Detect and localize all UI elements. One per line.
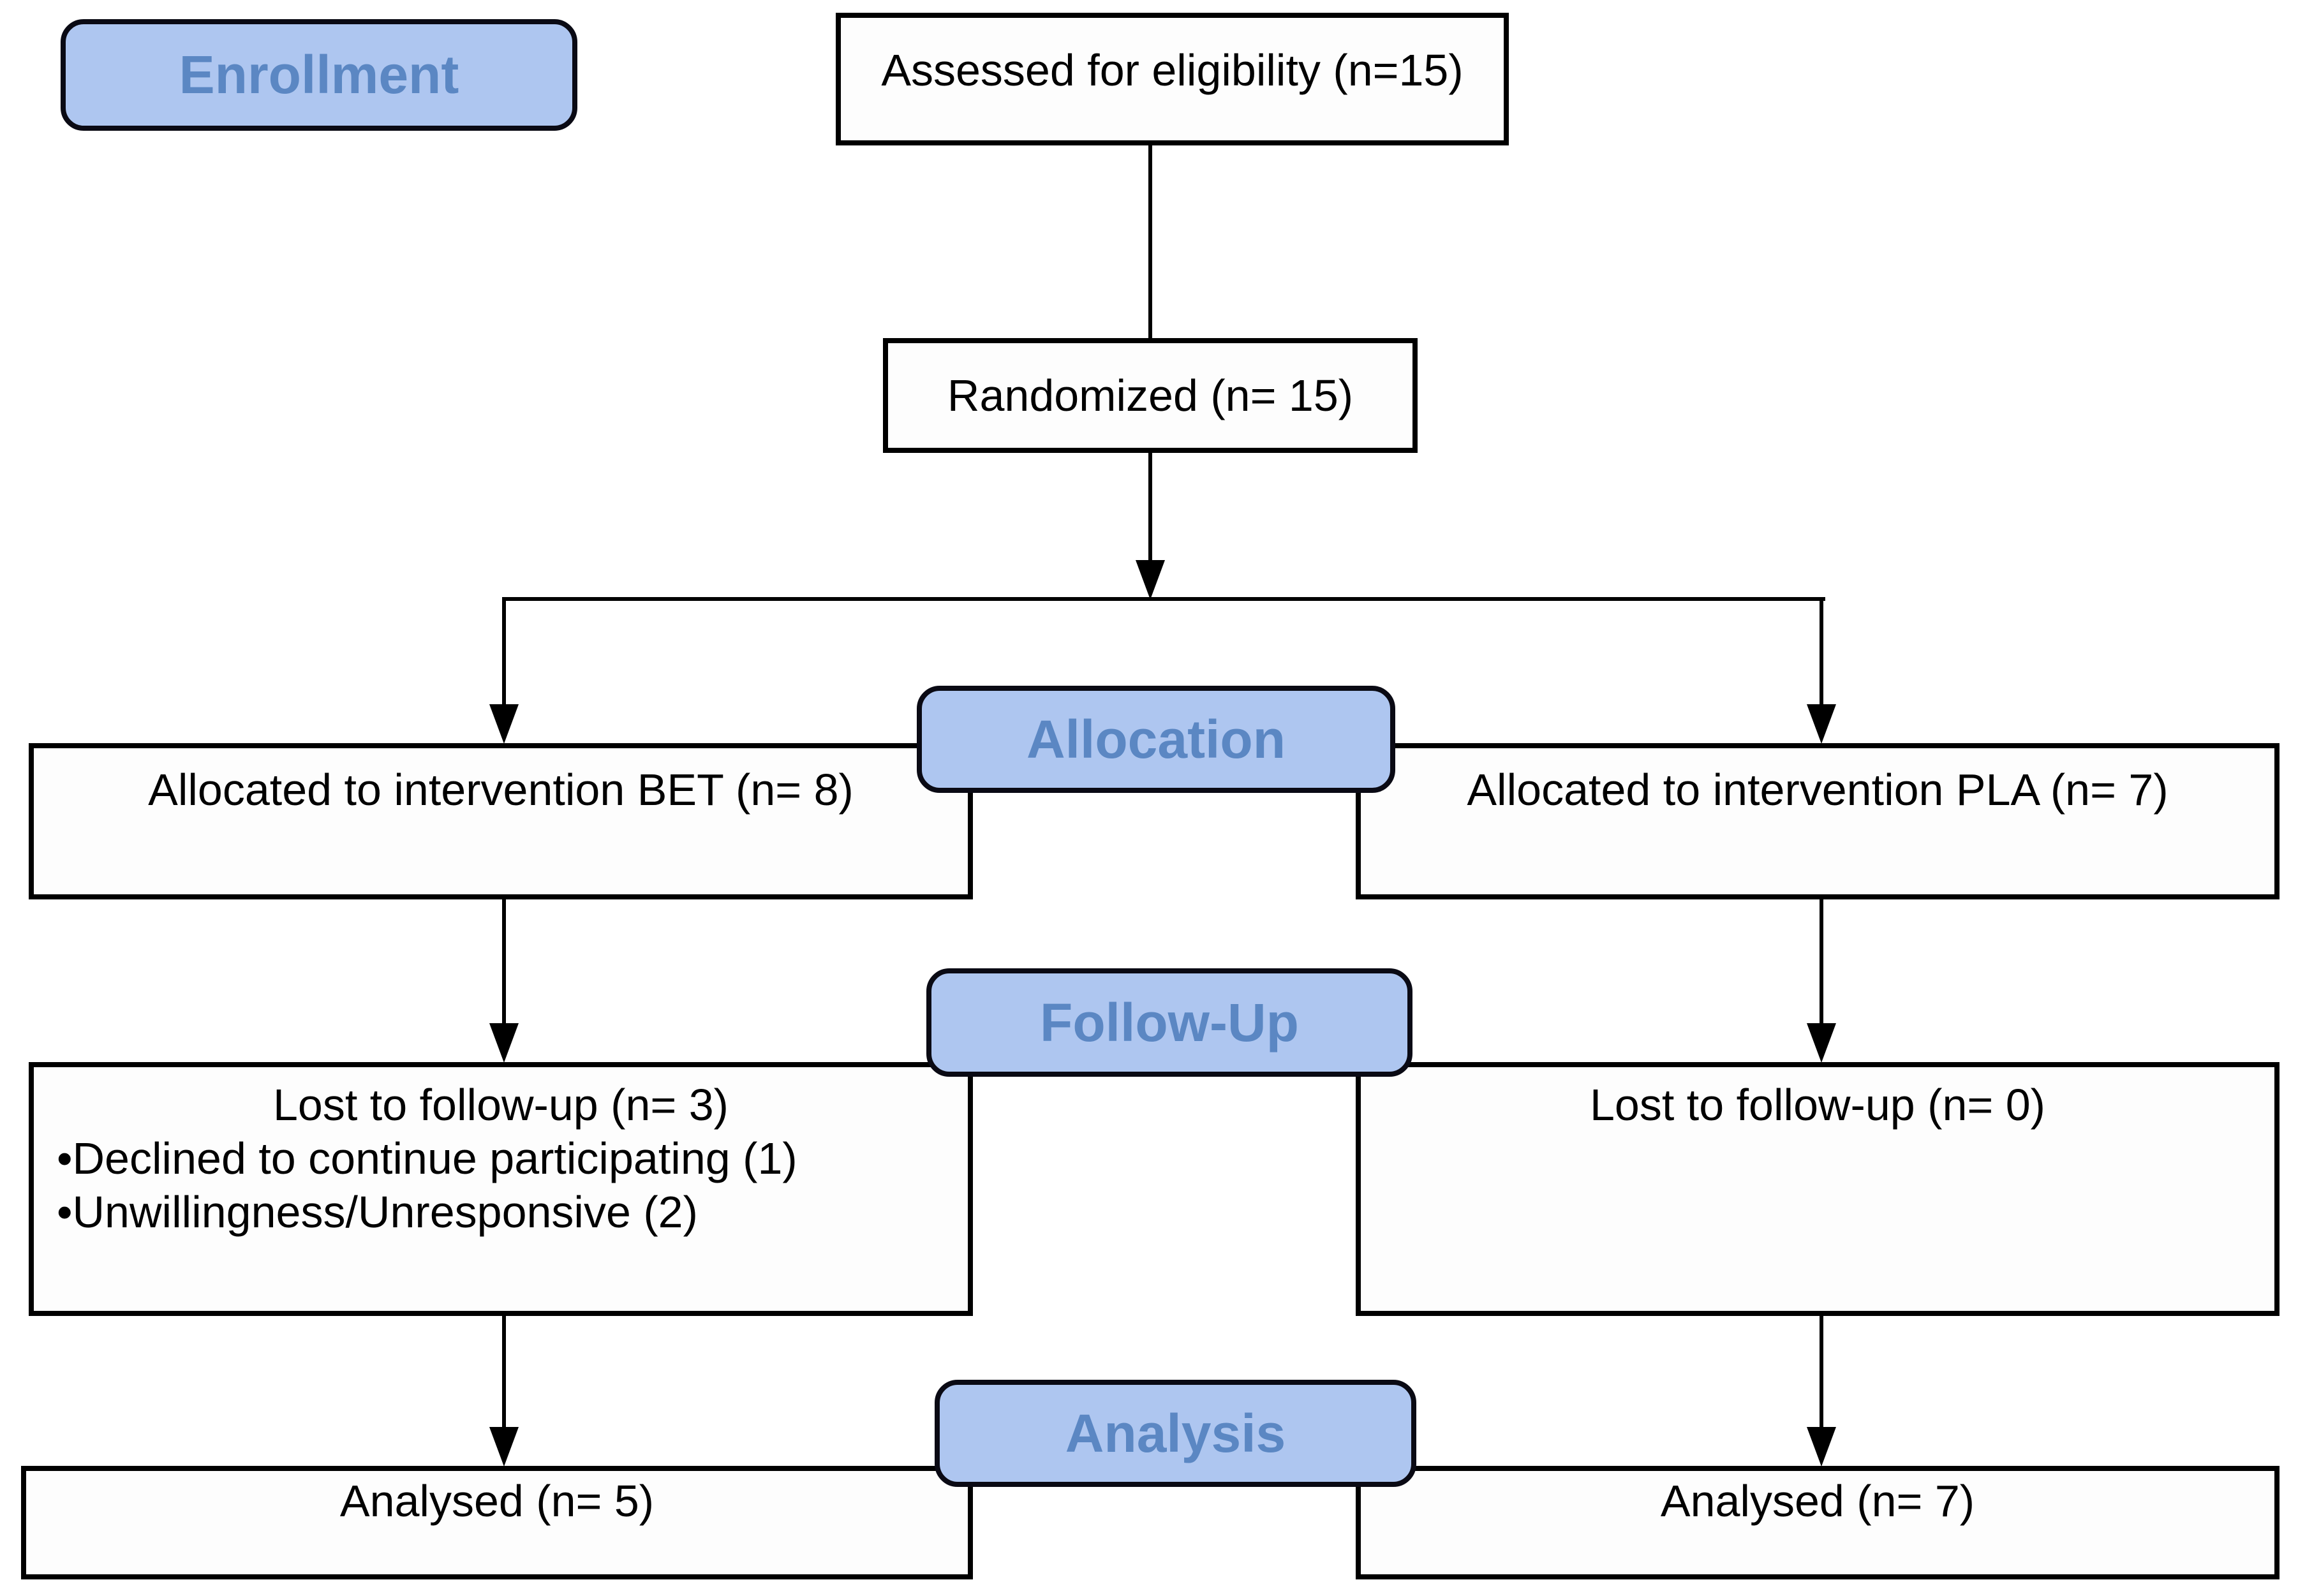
- connector-alloc-followup-bet: [502, 899, 506, 1023]
- stage-pill-followup: Follow-Up: [926, 968, 1412, 1077]
- lost-followup-bet-bullet-declined: •Declined to continue participating (1): [57, 1134, 797, 1183]
- connector-followup-analysed-bet: [502, 1316, 506, 1428]
- assessed-eligibility-text: Assessed for eligibility (n=15): [881, 45, 1464, 95]
- connector-split-horizontal: [502, 597, 1825, 601]
- connector-assessed-randomized: [1148, 145, 1152, 338]
- arrowhead-analysed-pla: [1807, 1427, 1836, 1467]
- stage-label-enrollment: Enrollment: [179, 45, 459, 105]
- arrowhead-analysed-bet: [489, 1427, 519, 1467]
- stage-label-followup: Follow-Up: [1040, 992, 1299, 1053]
- box-allocated-bet: Allocated to intervention BET (n= 8): [29, 743, 973, 899]
- randomized-text: Randomized (n= 15): [947, 371, 1354, 420]
- box-lost-followup-bet: Lost to follow-up (n= 3) •Declined to co…: [29, 1062, 973, 1316]
- box-analysed-pla: Analysed (n= 7): [1356, 1466, 2279, 1579]
- connector-split-alloc-bet: [502, 601, 506, 704]
- arrowhead-followup-pla: [1807, 1023, 1836, 1063]
- connector-followup-analysed-pla: [1820, 1316, 1823, 1428]
- stage-label-allocation: Allocation: [1026, 709, 1286, 769]
- box-assessed-eligibility: Assessed for eligibility (n=15): [836, 13, 1509, 145]
- box-allocated-pla: Allocated to intervention PLA (n= 7): [1356, 743, 2279, 899]
- stage-label-analysis: Analysis: [1065, 1403, 1286, 1463]
- connector-split-alloc-pla: [1820, 601, 1823, 704]
- connector-randomized-split: [1148, 453, 1152, 565]
- lost-followup-pla-text: Lost to follow-up (n= 0): [1590, 1080, 2045, 1130]
- arrowhead-alloc-pla: [1807, 704, 1836, 744]
- allocated-pla-text: Allocated to intervention PLA (n= 7): [1467, 765, 2168, 815]
- arrowhead-randomized-split: [1136, 560, 1165, 600]
- box-lost-followup-pla: Lost to follow-up (n= 0): [1356, 1062, 2279, 1316]
- arrowhead-alloc-bet: [489, 704, 519, 744]
- analysed-pla-text: Analysed (n= 7): [1660, 1476, 1975, 1526]
- lost-followup-bet-title: Lost to follow-up (n= 3): [273, 1080, 729, 1130]
- lost-followup-bet-bullet-unwillingness: •Unwillingness/Unresponsive (2): [57, 1187, 698, 1237]
- allocated-bet-text: Allocated to intervention BET (n= 8): [148, 765, 854, 815]
- stage-pill-allocation: Allocation: [917, 686, 1395, 793]
- box-randomized: Randomized (n= 15): [883, 338, 1418, 453]
- stage-pill-analysis: Analysis: [935, 1380, 1416, 1487]
- stage-pill-enrollment: Enrollment: [61, 19, 577, 131]
- analysed-bet-text: Analysed (n= 5): [339, 1476, 655, 1526]
- box-analysed-bet: Analysed (n= 5): [21, 1466, 973, 1579]
- connector-alloc-followup-pla: [1820, 899, 1823, 1023]
- arrowhead-followup-bet: [489, 1023, 519, 1063]
